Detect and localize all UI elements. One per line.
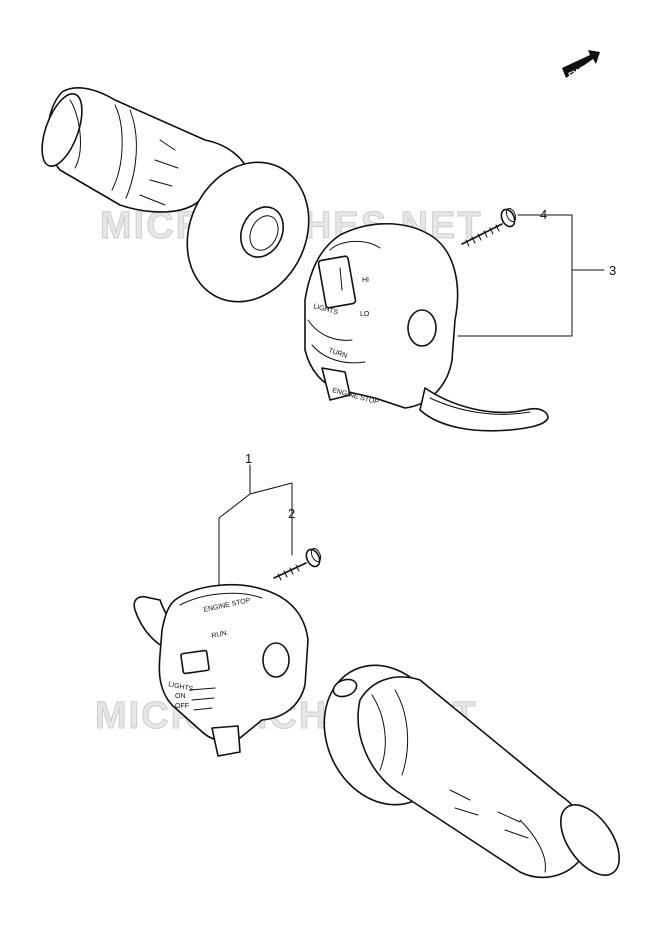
left-grip-upper xyxy=(41,87,310,303)
leader-4 xyxy=(457,214,573,337)
callout-2: 2 xyxy=(288,506,295,521)
leader-1 xyxy=(218,464,251,605)
label-hi: HI xyxy=(362,277,369,284)
callout-3: 3 xyxy=(609,263,616,278)
left-switch-housing-lower: ENGINE STOP RUN LIGHTS ON OFF xyxy=(133,584,309,757)
leader-2 xyxy=(249,482,293,556)
callout-1: 1 xyxy=(245,451,252,466)
right-switch-housing-upper: HI LO LIGHTS TURN ENGINE STOP xyxy=(304,222,549,432)
label-on: ON xyxy=(175,693,186,700)
right-grip-lower xyxy=(323,664,620,879)
screw-4 xyxy=(461,207,517,247)
label-run: RUN xyxy=(211,630,227,640)
callout-4: 4 xyxy=(540,207,547,222)
fwd-arrow-icon: FWD xyxy=(562,50,600,81)
screw-2 xyxy=(273,547,322,581)
label-off: OFF xyxy=(175,703,189,710)
label-lo: LO xyxy=(360,311,370,318)
